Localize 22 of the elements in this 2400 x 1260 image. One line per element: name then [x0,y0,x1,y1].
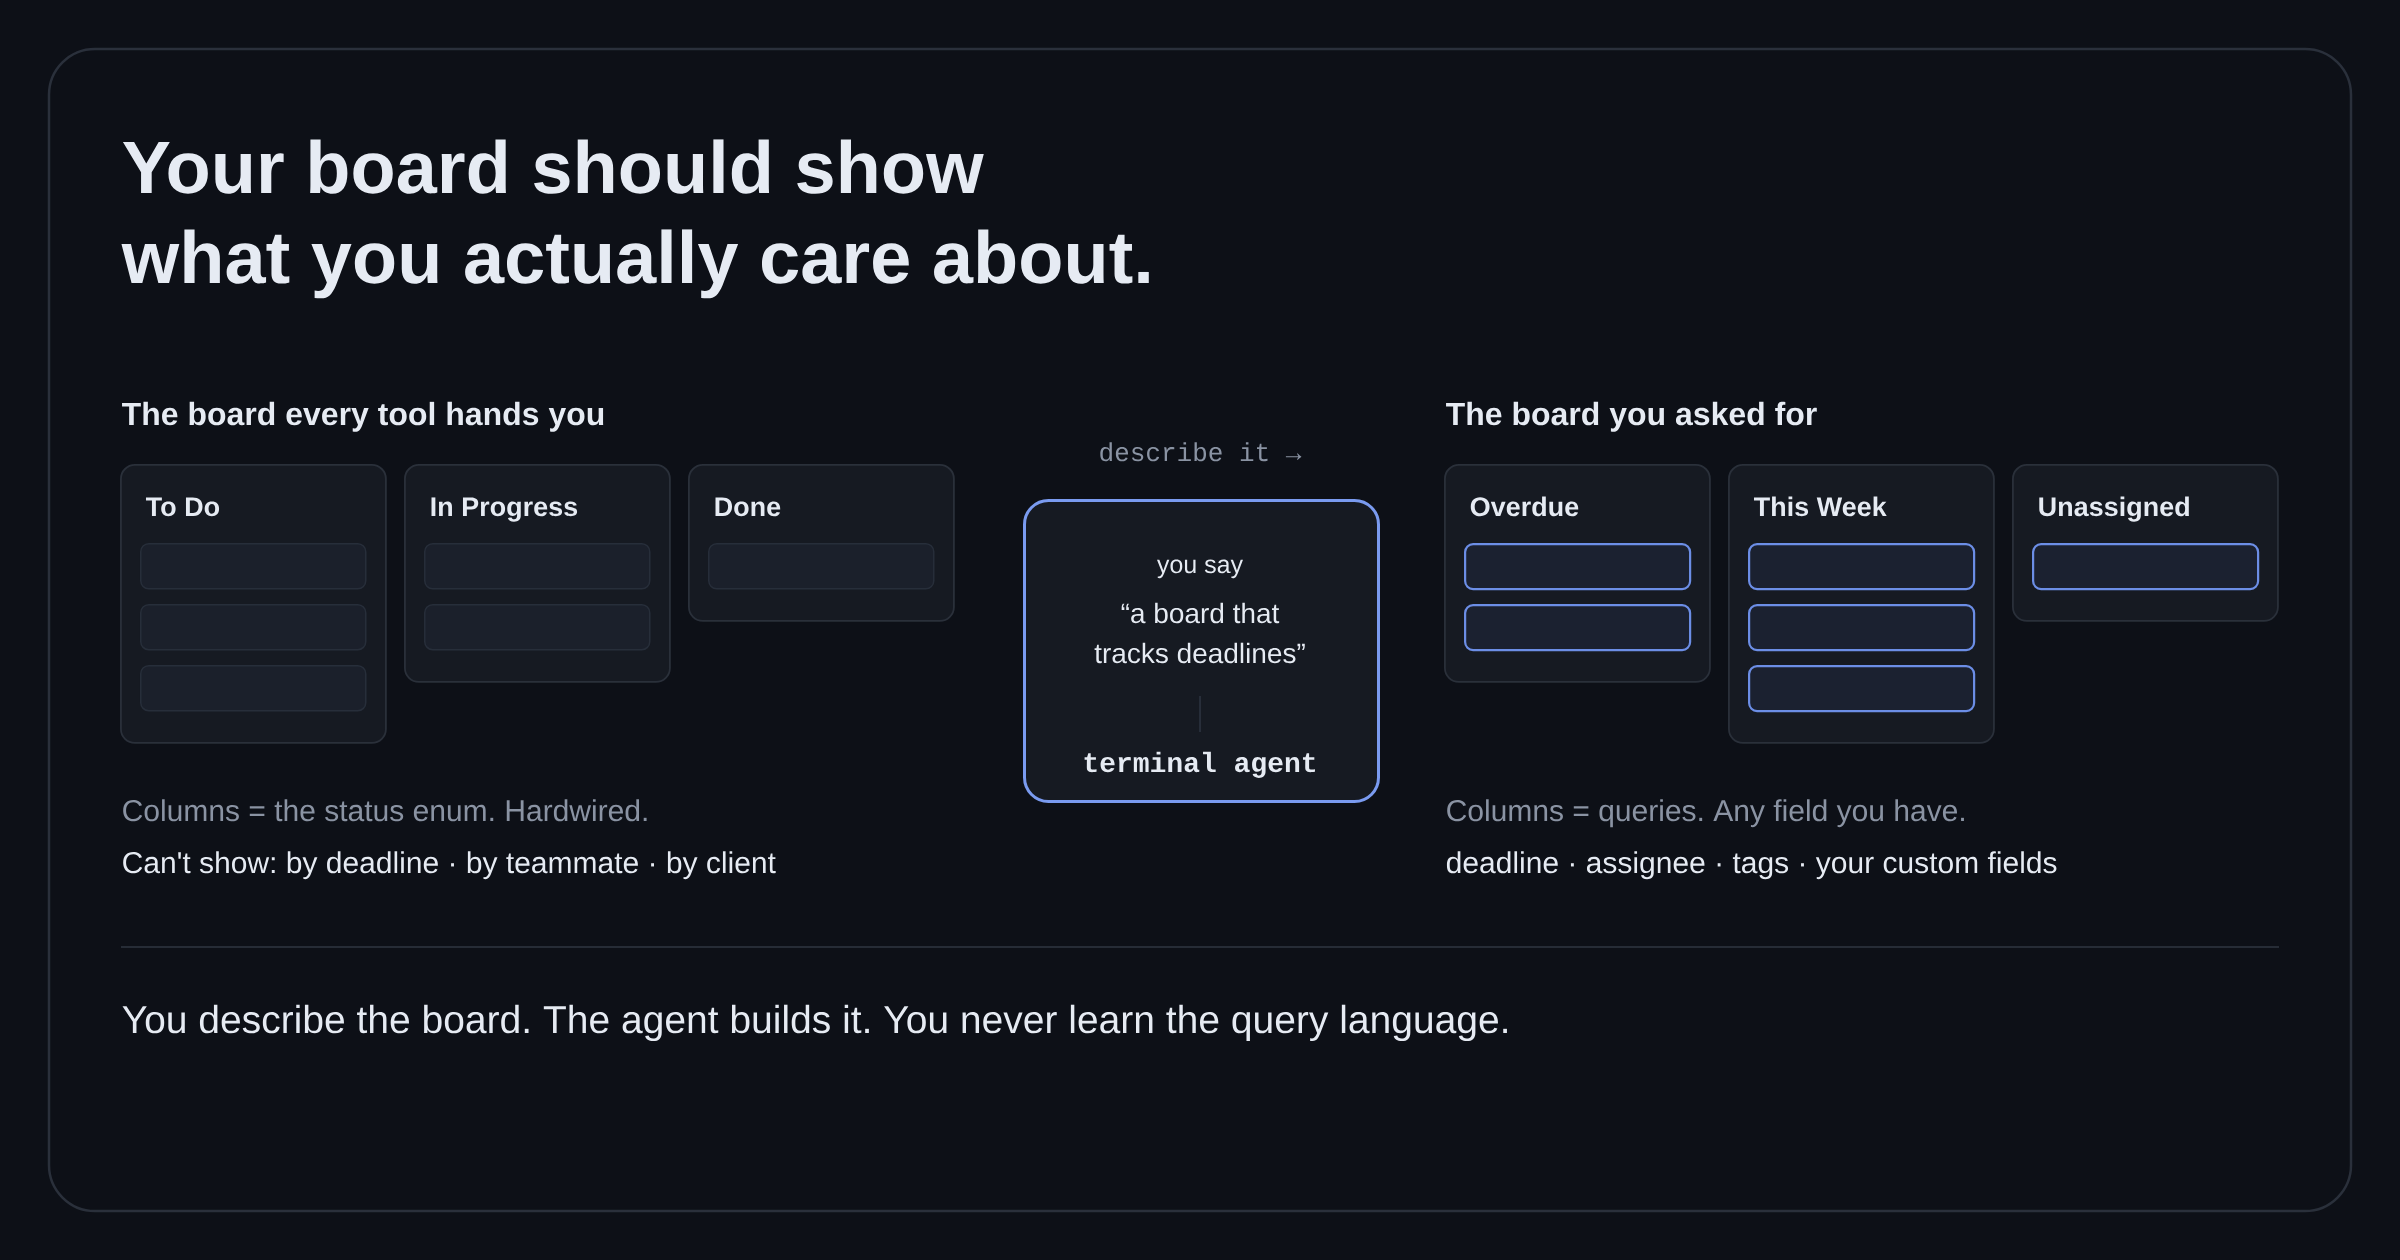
task-card [1748,604,1976,652]
task-card [1464,543,1692,591]
caption: You describe the board. The agent builds it. You never learn the query language. [122,1004,1507,1042]
note-text: Columns = queries. Any field you have. [1447,799,1964,828]
note-text: Can't show: by deadline · by teammate · by client [123,851,776,880]
task-card [424,604,651,651]
note-text: deadline · assignee · tags · your custom fields [1446,851,2057,880]
annotation: describe it → [1100,442,1302,462]
task-card [140,665,367,712]
task-card [1748,543,1976,591]
task-card [140,604,367,651]
task-card [1748,665,1976,713]
note-text: Columns = the status enum. Hardwired. [123,799,647,822]
section-heading: The board every tool hands you [122,401,604,432]
prompt-box: you say “a board that tracks deadlines” terminal agent [1023,499,1380,803]
task-card [1464,604,1692,652]
task-card [424,543,651,590]
title: Your board should show what you actually care about. [121,139,1149,299]
task-card [140,543,367,590]
task-card [708,543,935,590]
section-heading: The board you asked for [1446,401,1817,432]
task-card [2032,543,2260,591]
